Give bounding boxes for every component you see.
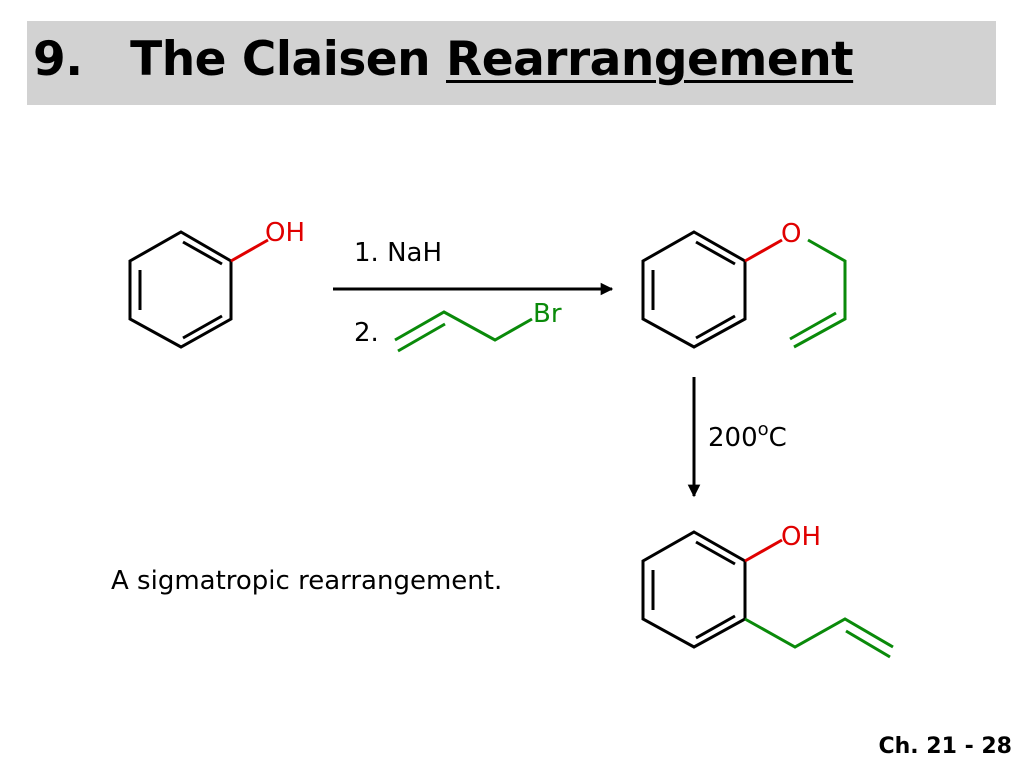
product-allyl-chain	[744, 617, 894, 659]
ether-aryl-o-bond	[744, 238, 783, 263]
ether-allyl-chain	[789, 238, 847, 349]
reagent-step-1: 1. NaH	[354, 238, 442, 268]
ether-aromatic-inner-bonds	[651, 240, 736, 340]
phenol-hydroxyl-label: OH	[265, 218, 305, 248]
allyl-bromide-bonds	[394, 310, 533, 353]
phenol-aromatic-inner-bonds	[138, 240, 223, 340]
reaction-temperature: 200oC	[708, 419, 787, 453]
ether-oxygen-label: O	[781, 219, 801, 249]
temperature-value: 200	[708, 423, 758, 453]
degree-mark: o	[758, 419, 769, 440]
scheme-caption: A sigmatropic rearrangement.	[111, 566, 503, 596]
title-emphasis: Rearrangement	[446, 32, 854, 87]
product-hydroxyl-label: OH	[781, 522, 821, 552]
phenol-c-o-bond	[230, 238, 269, 263]
title-prefix: 9. The Claisen	[33, 32, 447, 87]
product-c-o-bond	[744, 538, 783, 563]
temperature-unit: C	[769, 423, 787, 453]
allyl-phenyl-ether-molecule: O	[641, 219, 847, 349]
allyl-bromide-bromine-label: Br	[533, 299, 562, 329]
product-benzene-ring	[641, 530, 747, 649]
title-bar	[27, 21, 996, 105]
phenol-benzene-ring	[128, 230, 233, 349]
slide-title: 9. The Claisen Rearrangement	[33, 29, 854, 91]
allyl-bromide-molecule: Br	[394, 299, 562, 353]
product-aromatic-inner-bonds	[651, 540, 736, 640]
phenol-molecule: OH	[128, 218, 305, 349]
ether-benzene-ring	[641, 230, 747, 349]
slide-number: Ch. 21 - 28	[878, 734, 1012, 759]
reagent-step-2: 2.	[354, 318, 379, 348]
allylphenol-molecule: OH	[641, 522, 894, 659]
